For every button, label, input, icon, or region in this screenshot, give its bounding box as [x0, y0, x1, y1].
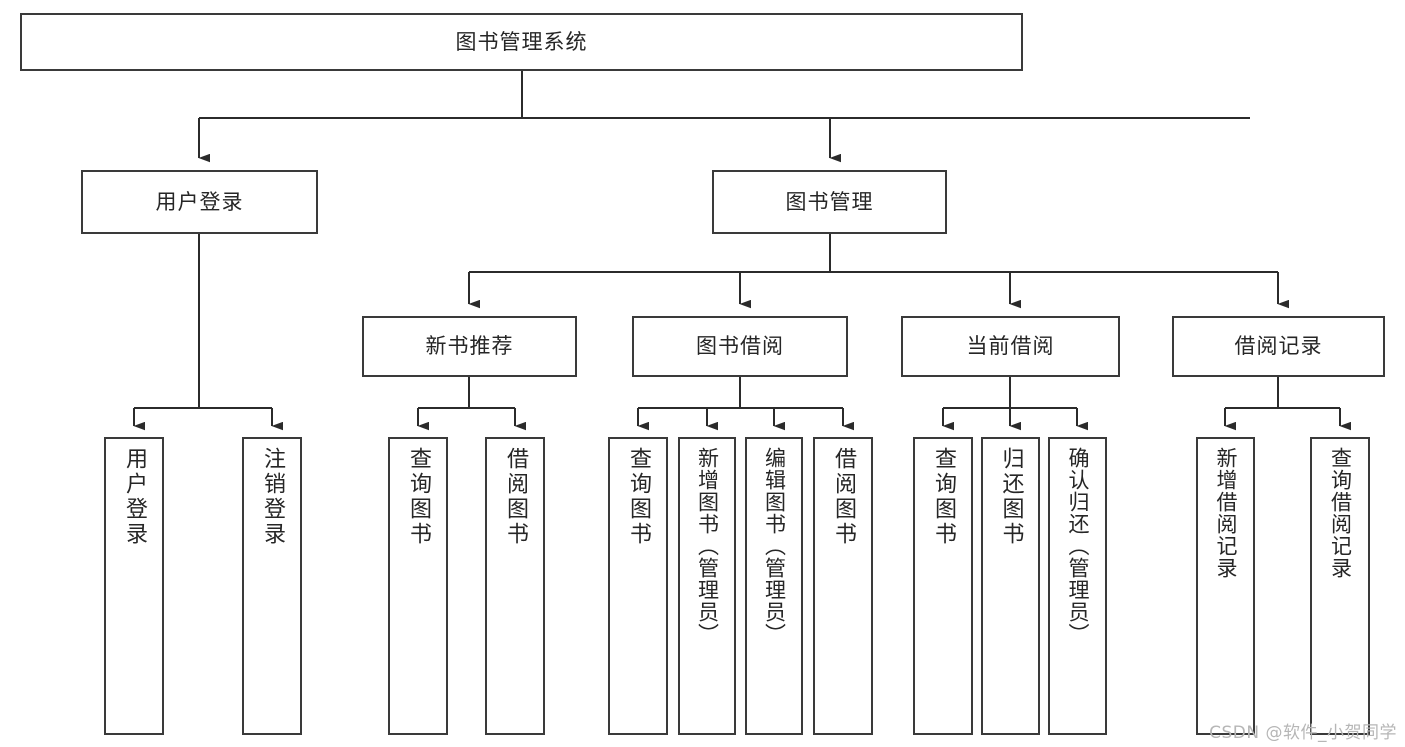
leaf-query-borrow-record-label: 查询借阅记录 [1328, 447, 1353, 579]
leaf-query-book-recommend[interactable]: 查询图书 [388, 437, 448, 735]
node-root[interactable]: 图书管理系统 [20, 13, 1023, 71]
leaf-query-book-borrow[interactable]: 查询图书 [608, 437, 668, 735]
leaf-add-borrow-record[interactable]: 新增借阅记录 [1196, 437, 1255, 735]
node-borrow-record-label: 借阅记录 [1234, 334, 1323, 359]
watermark-text: CSDN @软件_小贺同学 [1209, 723, 1397, 743]
node-book-borrow-label: 图书借阅 [696, 334, 784, 359]
node-book-management[interactable]: 图书管理 [712, 170, 947, 234]
leaf-return-book[interactable]: 归还图书 [981, 437, 1040, 735]
leaf-edit-book-admin[interactable]: 编辑图书（管理员） [745, 437, 803, 735]
leaf-borrow-book[interactable]: 借阅图书 [813, 437, 873, 735]
node-book-borrow[interactable]: 图书借阅 [632, 316, 848, 377]
node-user-login-label: 用户登录 [155, 189, 244, 214]
node-current-borrow[interactable]: 当前借阅 [901, 316, 1120, 377]
leaf-user-login[interactable]: 用户登录 [104, 437, 164, 735]
leaf-edit-book-admin-label: 编辑图书（管理员） [762, 447, 787, 645]
node-user-login[interactable]: 用户登录 [81, 170, 318, 234]
leaf-confirm-return-admin[interactable]: 确认归还（管理员） [1048, 437, 1107, 735]
leaf-logout[interactable]: 注销登录 [242, 437, 302, 735]
node-new-book-recommend-label: 新书推荐 [425, 334, 514, 359]
node-root-label: 图书管理系统 [455, 29, 588, 54]
node-borrow-record[interactable]: 借阅记录 [1172, 316, 1385, 377]
leaf-query-book-borrow-label: 查询图书 [626, 447, 651, 547]
leaf-logout-label: 注销登录 [260, 447, 285, 547]
leaf-add-book-admin[interactable]: 新增图书（管理员） [678, 437, 736, 735]
leaf-add-borrow-record-label: 新增借阅记录 [1214, 447, 1238, 579]
leaf-confirm-return-admin-label: 确认归还（管理员） [1066, 447, 1090, 645]
leaf-return-book-label: 归还图书 [998, 447, 1024, 547]
node-book-management-label: 图书管理 [785, 189, 874, 214]
leaf-add-book-admin-label: 新增图书（管理员） [695, 447, 720, 645]
leaf-query-book-current-label: 查询图书 [931, 447, 956, 547]
leaf-borrow-book-label: 借阅图书 [831, 447, 856, 547]
leaf-query-book-recommend-label: 查询图书 [406, 447, 431, 547]
node-new-book-recommend[interactable]: 新书推荐 [362, 316, 577, 377]
leaf-borrow-book-recommend[interactable]: 借阅图书 [485, 437, 545, 735]
node-current-borrow-label: 当前借阅 [966, 334, 1055, 359]
leaf-query-book-current[interactable]: 查询图书 [913, 437, 973, 735]
leaf-user-login-label: 用户登录 [122, 447, 147, 547]
leaf-query-borrow-record[interactable]: 查询借阅记录 [1310, 437, 1370, 735]
leaf-borrow-book-recommend-label: 借阅图书 [503, 447, 528, 547]
